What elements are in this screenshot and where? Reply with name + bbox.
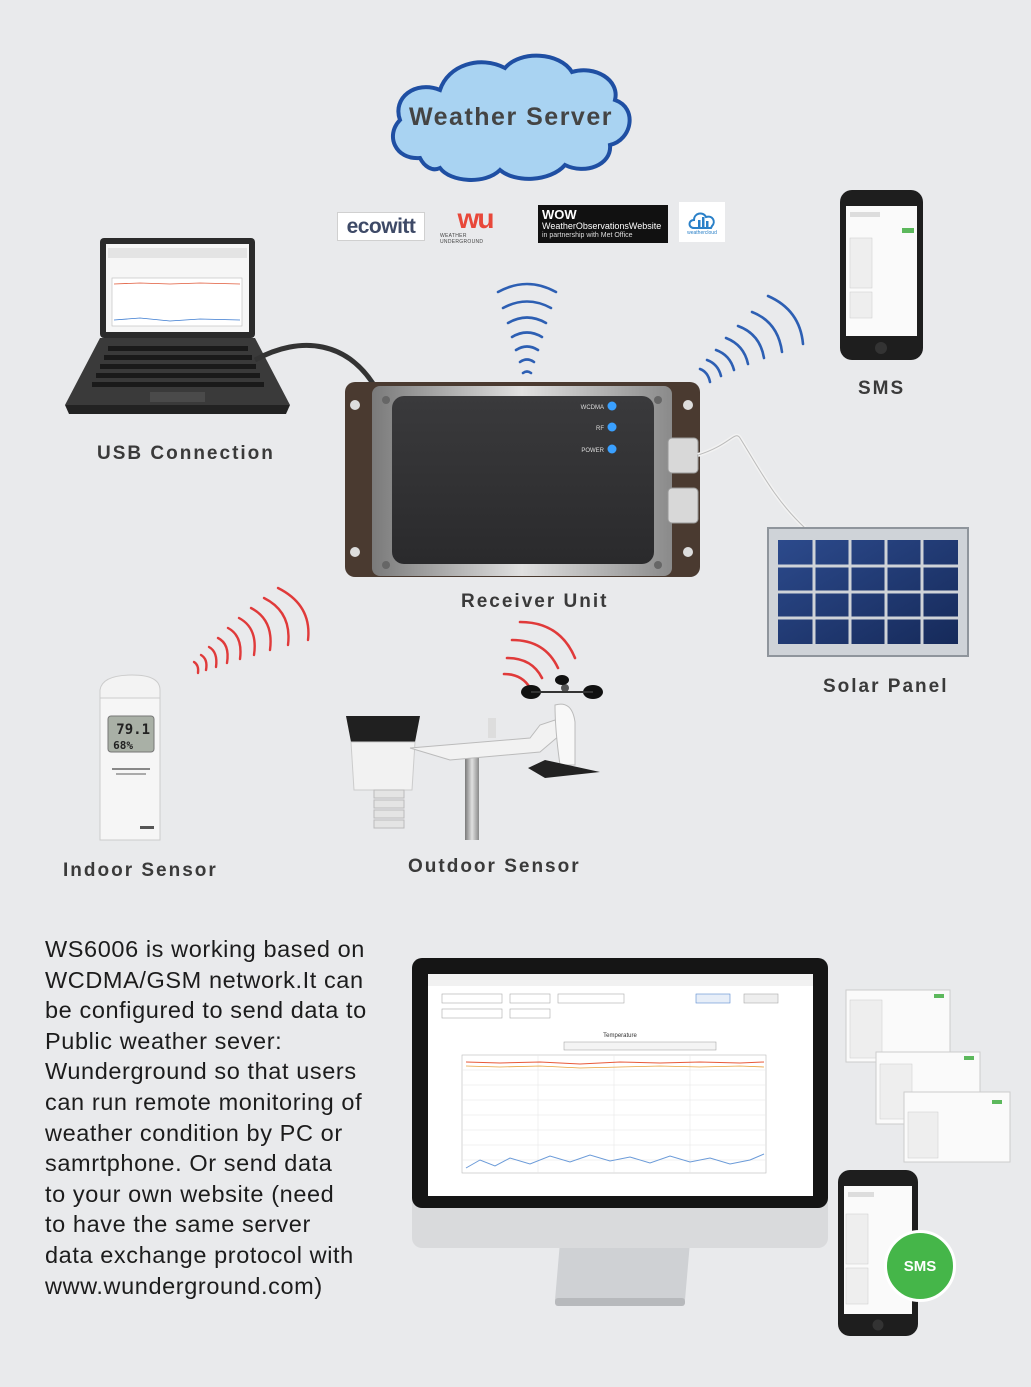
description-line: data exchange protocol with [45,1241,354,1268]
monitor-image: Temperature [412,958,828,1306]
receiver-unit-image: WCDMA RF POWER [345,382,700,577]
usb-cable [253,342,381,394]
signal-waves-sms [698,294,805,384]
description-line: weather condition by PC or [45,1119,343,1146]
description-line: samrtphone. Or send data [45,1150,333,1177]
sms-chat-badge-icon: SMS [884,1230,956,1302]
description-line: www.wunderground.com) [45,1272,323,1299]
indoor-temp-readout: 79.1 [116,722,150,738]
description-line: Wunderground so that users [45,1058,357,1085]
led-label-rf: RF [596,426,604,432]
sms-label: SMS [858,378,906,399]
description-line: Public weather sever: [45,1027,283,1054]
weather-underground-logo[interactable]: wu WEATHER UNDERGROUND [440,203,510,246]
sms-badge-text: SMS [903,1257,937,1275]
wow-logo-subtitle: WeatherObservationsWebsite [542,221,662,231]
weathercloud-logo-text: weathercloud [687,230,717,236]
weathercloud-icon [688,212,715,229]
ecowitt-logo[interactable]: ecowitt [337,212,425,241]
sms-message-windows [845,989,1011,1163]
description-line: be configured to send data to [45,997,367,1024]
solar-panel-image [767,527,969,657]
sms-phone-image [840,190,923,360]
solar-cable [697,433,807,530]
wow-logo-partner: in partnership with Met Office [542,232,633,239]
weathercloud-logo[interactable]: weathercloud [679,202,725,242]
description-line: WCDMA/GSM network.It can [45,966,364,993]
outdoor-sensor-image [346,675,603,840]
usb-connection-label: USB Connection [97,443,275,464]
indoor-humidity-readout: 68% [113,739,133,752]
description-line: to your own website (need [45,1180,335,1207]
wu-logo-subtitle: WEATHER UNDERGROUND [440,233,484,245]
wow-logo-title: WOW [542,207,577,222]
signal-waves-server [496,282,558,375]
ecowitt-logo-text: ecowitt [346,214,416,238]
led-label-wcdma: WCDMA [581,405,604,411]
description-line: to have the same server [45,1211,311,1238]
weather-server-cloud [390,53,632,182]
signal-waves-indoor [192,586,310,675]
solar-panel-label: Solar Panel [823,676,949,697]
description-text: WS6006 is working based on WCDMA/GSM net… [45,934,410,1301]
wow-logo[interactable]: WOW WeatherObservationsWebsite in partne… [538,205,668,243]
wu-logo-mark: wu [457,203,495,234]
description-line: can run remote monitoring of [45,1088,363,1115]
outdoor-sensor-label: Outdoor Sensor [408,856,581,877]
monitor-graph-title: Temperature [603,1033,637,1039]
description-line: WS6006 is working based on [45,936,365,962]
signal-waves-outdoor [502,620,577,690]
indoor-sensor-label: Indoor Sensor [63,860,218,881]
receiver-unit-label: Receiver Unit [461,591,609,612]
weather-server-label: Weather Server [409,103,613,131]
laptop-image [65,238,290,414]
led-label-power: POWER [581,448,604,454]
indoor-sensor-image: 79.1 68% [99,674,161,841]
